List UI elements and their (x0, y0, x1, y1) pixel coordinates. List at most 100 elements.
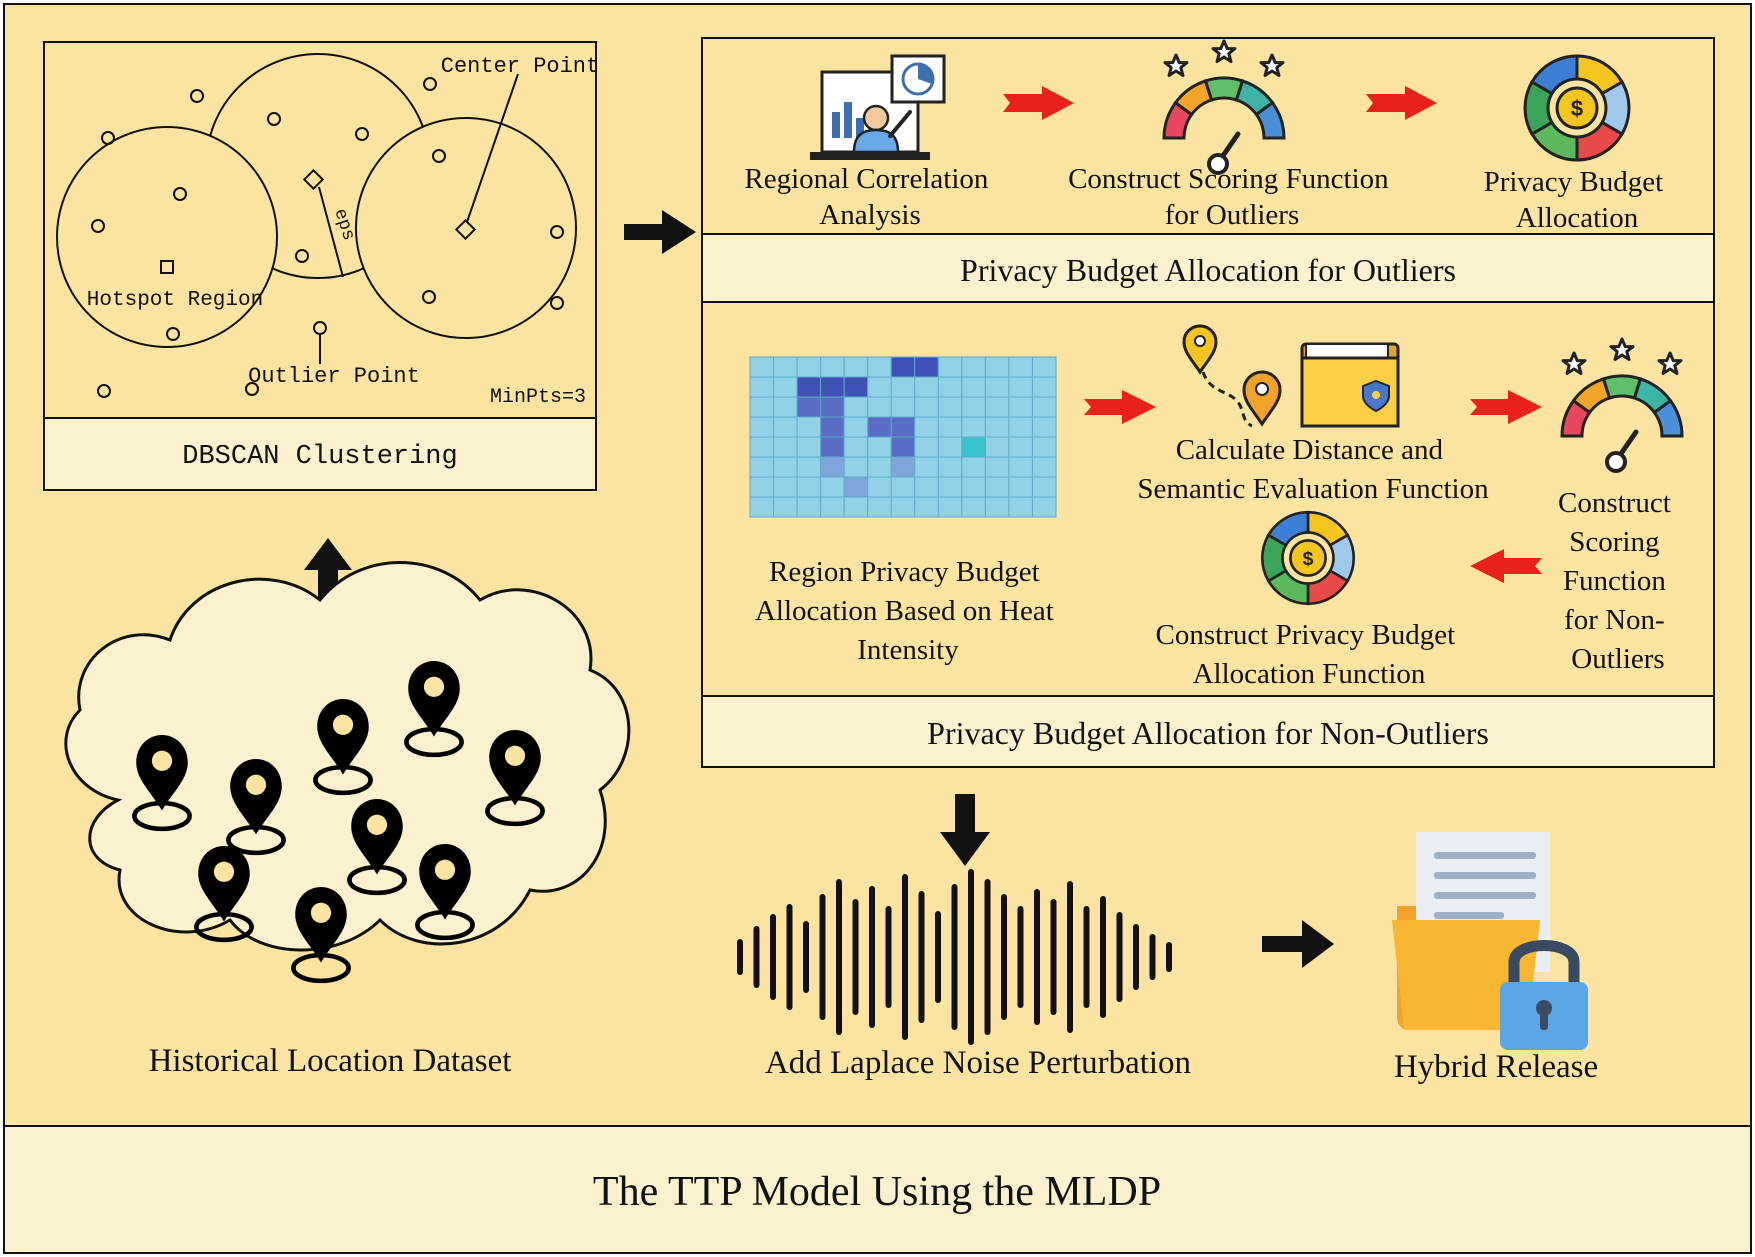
heat-cell (820, 416, 845, 438)
heat-cell (1008, 376, 1033, 398)
heat-cell (890, 496, 916, 518)
heat-cell (937, 496, 963, 518)
heat-cell (843, 376, 869, 398)
heat-cell (1031, 396, 1057, 418)
heat-cell (820, 376, 845, 398)
heat-cell (1031, 416, 1057, 438)
outliers-panel: Privacy Budget Allocation for Outliers R… (701, 37, 1715, 303)
budget-pie-icon (1260, 510, 1356, 606)
heat-cell (984, 396, 1010, 418)
heat-cell (867, 436, 892, 458)
heat-cell (773, 476, 798, 498)
regional-correlation-label: Regional Correlation Analysis (744, 163, 995, 231)
heat-cell (796, 496, 822, 518)
heat-intensity-grid (749, 356, 1057, 518)
flow-arrow-red (1003, 86, 1074, 120)
flow-arrow-red (1084, 390, 1156, 424)
heat-cell (773, 376, 798, 398)
heat-cell (1031, 476, 1057, 498)
heat-cell (867, 356, 892, 378)
outlier-scoring-label: Construct Scoring Function for Outliers (1068, 163, 1396, 231)
heat-cell (843, 476, 869, 498)
heat-cell (820, 356, 845, 378)
heat-cell (867, 416, 892, 438)
heat-cell (937, 356, 963, 378)
heat-cell (1031, 376, 1057, 398)
heat-cell (773, 436, 798, 458)
non-outliers-title: Privacy Budget Allocation for Non-Outlie… (927, 715, 1489, 751)
heat-cell (820, 456, 845, 478)
budget-function-label: Construct Privacy Budget Allocation Func… (1156, 619, 1463, 690)
heat-cell (984, 376, 1010, 398)
non-outlier-scoring-label: Construct Scoring Function for Non- Outl… (1558, 487, 1678, 675)
heat-cell (914, 376, 939, 398)
hotspot-point (160, 260, 174, 274)
dataset-label: Historical Location Dataset (149, 1043, 512, 1079)
heat-cell (984, 456, 1010, 478)
heat-cell (843, 496, 869, 518)
heat-cell (890, 456, 916, 478)
heat-cell (984, 476, 1010, 498)
heat-cell (984, 436, 1010, 458)
release-label: Hybrid Release (1394, 1049, 1598, 1085)
heat-cell (914, 496, 939, 518)
presentation-analysis-icon (810, 54, 946, 160)
heat-cell (773, 456, 798, 478)
core-point (454, 218, 477, 241)
heat-cell (1031, 456, 1057, 478)
heat-cell (937, 476, 963, 498)
flow-arrow-down (940, 794, 990, 866)
heat-cell (937, 456, 963, 478)
heat-cell (890, 396, 916, 418)
heat-cell (867, 456, 892, 478)
heat-cell (773, 356, 798, 378)
heat-cell (984, 496, 1010, 518)
heat-cell (914, 476, 939, 498)
hotspot-region-label: Hotspot Region (87, 289, 263, 312)
heat-cell (961, 396, 986, 418)
heat-cell (843, 456, 869, 478)
heat-cell (749, 416, 775, 438)
core-point (302, 168, 325, 191)
heat-cell (890, 376, 916, 398)
heat-cell (937, 436, 963, 458)
heat-cell (961, 416, 986, 438)
heat-cell (796, 396, 822, 418)
cluster-circle (355, 117, 577, 339)
heat-cell (1008, 356, 1033, 378)
dbscan-title: DBSCAN Clustering (182, 442, 457, 472)
heat-cell (1008, 456, 1033, 478)
heat-cell (961, 436, 986, 458)
heat-cell (749, 476, 775, 498)
flow-arrow-right (624, 210, 696, 254)
heat-cell (1008, 396, 1033, 418)
budget-pie-icon (1523, 54, 1631, 162)
heat-cell (937, 376, 963, 398)
dbscan-panel: Center Point eps Hotspot Region Outlier … (43, 41, 599, 491)
heat-cell (937, 416, 963, 438)
heat-cell (749, 496, 775, 518)
heat-cell (1008, 416, 1033, 438)
heat-cell (984, 416, 1010, 438)
heat-cell (1031, 496, 1057, 518)
heat-cell (820, 436, 845, 458)
heat-cell (890, 436, 916, 458)
heat-cell (961, 376, 986, 398)
heat-cell (867, 496, 892, 518)
heat-cell (749, 456, 775, 478)
heat-cell (1008, 496, 1033, 518)
heat-cell (961, 496, 986, 518)
location-cloud (64, 561, 631, 981)
locked-folder-icon (1392, 832, 1588, 1050)
heat-cell (890, 356, 916, 378)
heat-cell (796, 416, 822, 438)
sound-wave-icon (737, 869, 1172, 1045)
outlier-point-label: Outlier Point (248, 364, 420, 389)
heat-cell (820, 476, 845, 498)
heat-cell (984, 356, 1010, 378)
cluster-circle (56, 126, 278, 348)
data-points (91, 77, 564, 398)
heat-cell (914, 436, 939, 458)
